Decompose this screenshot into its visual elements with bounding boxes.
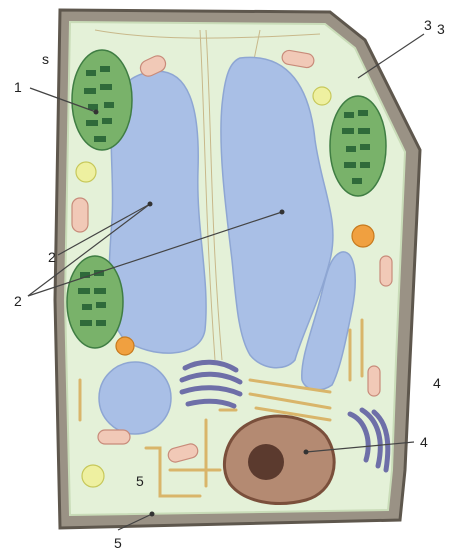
label-s: s xyxy=(42,51,49,67)
vacuole-small xyxy=(99,362,171,434)
orange-organelle xyxy=(116,337,134,355)
chloroplast-top-left xyxy=(72,50,132,150)
label-3a: 3 xyxy=(424,17,432,33)
label-2-lower: 2 xyxy=(14,293,22,309)
label-2-upper: 2 xyxy=(48,249,56,265)
chloroplast-right xyxy=(330,96,386,196)
yellow-organelle xyxy=(76,162,96,182)
nucleolus xyxy=(248,444,284,480)
label-5-outer: 5 xyxy=(114,535,122,551)
label-5-inner: 5 xyxy=(136,473,144,489)
orange-organelle xyxy=(352,225,374,247)
label-4-pointer: 4 xyxy=(420,434,428,450)
yellow-organelle xyxy=(82,465,104,487)
label-3b: 3 xyxy=(437,21,445,37)
yellow-organelle xyxy=(313,87,331,105)
label-1: 1 xyxy=(14,79,22,95)
nucleus xyxy=(224,416,334,503)
label-4-side: 4 xyxy=(433,375,441,391)
chloroplast-bottom-left xyxy=(67,256,123,348)
